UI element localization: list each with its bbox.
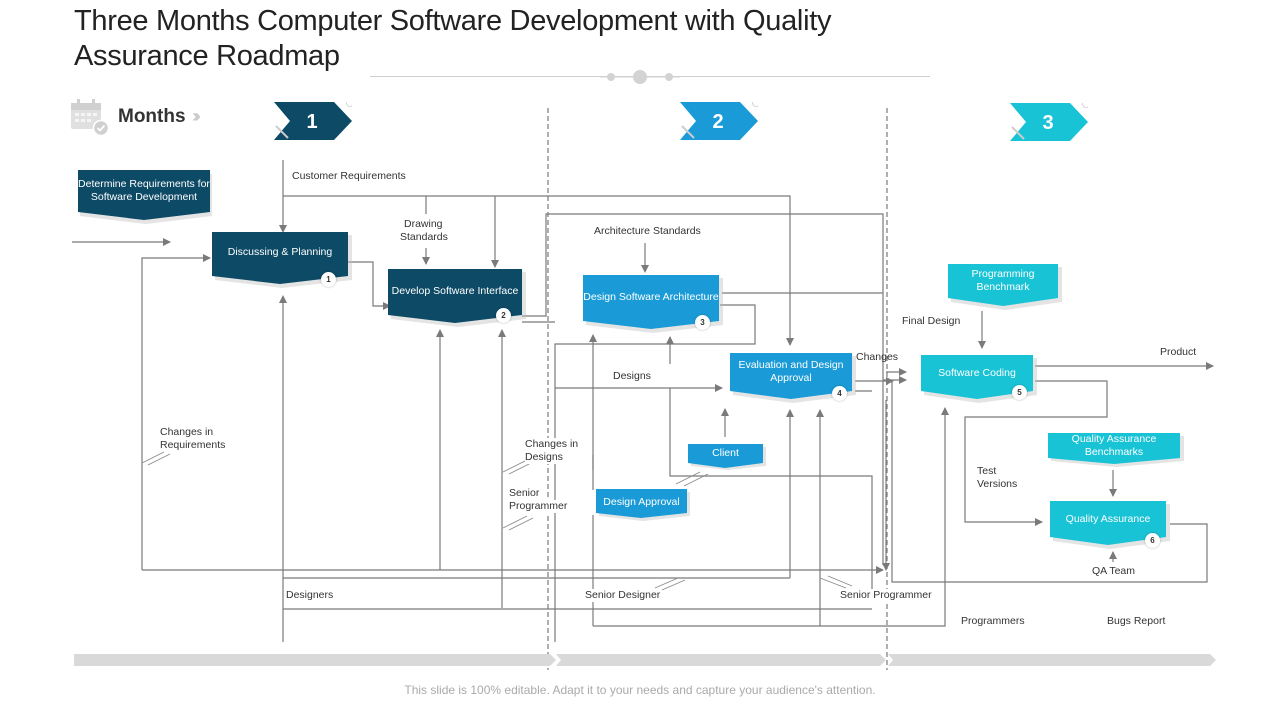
- flow-label-final-design: Final Design: [902, 315, 961, 327]
- month-number: 1: [306, 111, 318, 133]
- timeline-bar-month-3: [888, 654, 1216, 666]
- process-box-label: Discussing & Planning: [227, 245, 333, 258]
- flow-label-product: Product: [1160, 346, 1197, 358]
- flow-label-architecture-standards: Architecture Standards: [594, 225, 701, 237]
- process-box-design-approval[interactable]: Design Approval: [596, 489, 690, 521]
- break-mark: [675, 471, 709, 487]
- flow-label-drawing: Drawing: [404, 218, 443, 230]
- flow-label-test: Test: [977, 465, 997, 477]
- flow-label-senior-designer: Senior Designer: [585, 589, 661, 602]
- process-box-programming-benchmark[interactable]: Programming Benchmark: [948, 264, 1062, 312]
- process-box-quality-assurance[interactable]: Quality Assurance 6: [1050, 501, 1170, 551]
- flow-label-designers: Designers: [286, 589, 334, 601]
- break-mark: [502, 459, 534, 475]
- process-box-develop-software-interface[interactable]: Develop Software Interface 2: [388, 269, 526, 329]
- flow-label-versions: Versions: [977, 478, 1018, 490]
- calendar-check-icon: [71, 99, 110, 136]
- month-tag-2: 2: [678, 99, 760, 142]
- process-box-label: Design Approval: [603, 495, 680, 508]
- flow-label-customer-requirements: Customer Requirements: [292, 170, 406, 182]
- break-mark: [654, 577, 686, 591]
- flow-label-standards: Standards: [400, 231, 448, 243]
- process-box-design-software-architecture[interactable]: Design Software Architecture 3: [583, 275, 723, 335]
- timeline-bar-month-1: [74, 654, 556, 666]
- months-label: Months: [118, 106, 186, 127]
- flow-label-senior-programmer: Senior Programmer: [840, 589, 932, 602]
- page-title: Three Months Computer Software Developme…: [74, 5, 832, 72]
- process-box-label: Programming Benchmark: [971, 268, 1035, 293]
- flow-label-qa-team: QA Team: [1092, 565, 1135, 577]
- process-box-software-coding[interactable]: Software Coding 5: [921, 355, 1037, 405]
- flow-label-designs: Designs: [613, 370, 651, 382]
- flow-label-senior: Senior: [509, 487, 540, 500]
- break-mark: [819, 575, 853, 589]
- flow-label-programmers: Programmers: [961, 615, 1025, 627]
- process-box-label: Quality Assurance: [1065, 512, 1151, 525]
- process-box-qa-benchmarks[interactable]: Quality Assurance Benchmarks: [1048, 433, 1184, 467]
- flow-label-designs-2: Designs: [525, 451, 563, 464]
- timeline-bar-month-2: [556, 654, 886, 666]
- step-badge: 3: [695, 315, 710, 330]
- step-badge: 1: [321, 272, 336, 287]
- step-badge: 6: [1145, 533, 1160, 548]
- flow-label-programmer: Programmer: [509, 500, 568, 513]
- process-box-label: Determine Requirements for Software Deve…: [78, 178, 210, 203]
- process-box-label: Develop Software Interface: [391, 284, 519, 297]
- month-number: 3: [1042, 112, 1054, 134]
- month-tag-1: 1: [272, 99, 354, 142]
- flow-label-changes-in-designs: Changes in: [525, 438, 579, 451]
- process-box-label: Quality Assurance Benchmarks: [1071, 433, 1157, 458]
- flow-label-changes-in: Changes in: [160, 426, 214, 438]
- process-box-evaluation-design-approval[interactable]: Evaluation and Design Approval 4: [730, 353, 856, 405]
- process-box-discussing-planning[interactable]: Discussing & Planning 1: [212, 232, 352, 290]
- month-tag-3: 3: [1008, 100, 1090, 143]
- month-number: 2: [712, 111, 724, 133]
- process-box-client[interactable]: Client: [688, 444, 766, 470]
- break-mark: [141, 451, 171, 466]
- process-box-label: Client: [712, 447, 739, 459]
- footer-note: This slide is 100% editable. Adapt it to…: [404, 683, 876, 697]
- step-badge: 2: [496, 308, 511, 323]
- flow-label-requirements: Requirements: [160, 439, 226, 451]
- step-badge: 4: [832, 386, 847, 401]
- title-divider-dots: [600, 70, 680, 84]
- process-box-label: Evaluation and Design Approval: [738, 359, 844, 384]
- process-box-determine-requirements[interactable]: Determine Requirements for Software Deve…: [78, 170, 212, 226]
- process-box-label: Software Coding: [938, 366, 1016, 379]
- flow-label-bugs-report: Bugs Report: [1107, 615, 1166, 627]
- break-mark: [502, 515, 534, 531]
- flow-label-changes: Changes: [856, 351, 899, 363]
- process-box-label: Design Software Architecture: [583, 290, 719, 303]
- step-badge: 5: [1012, 385, 1027, 400]
